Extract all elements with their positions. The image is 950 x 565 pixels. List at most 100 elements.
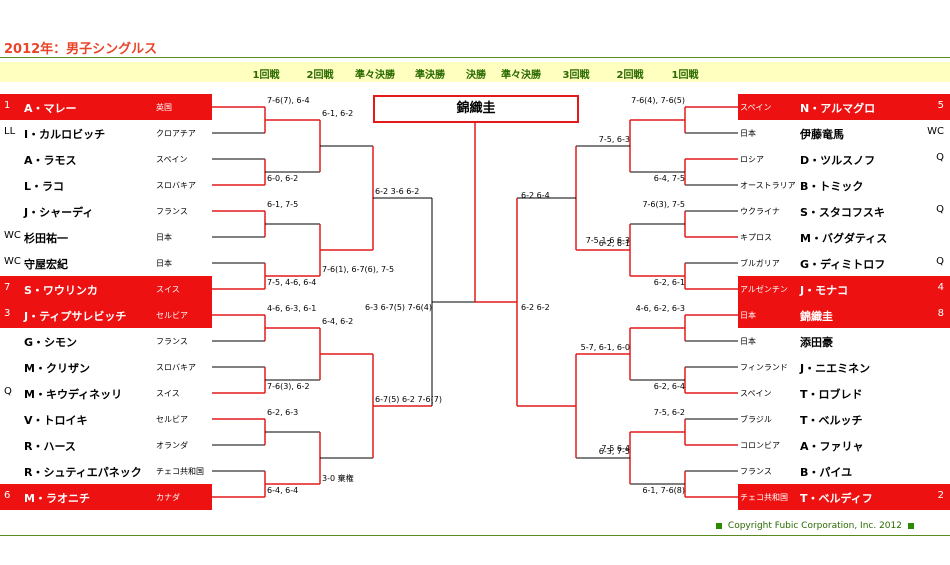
square-icon xyxy=(715,522,722,529)
match-score: 4-6, 6-2, 6-3 xyxy=(635,304,685,313)
player-name: R・ハース xyxy=(24,440,76,453)
seed: Q xyxy=(936,204,944,215)
player-country: 日本 xyxy=(740,337,756,346)
player-name: A・マレー xyxy=(24,102,77,115)
player-country: アルゼンチン xyxy=(740,285,788,294)
right-player-row: T・ベルッチブラジル xyxy=(738,406,950,432)
champion-box: 錦織圭 xyxy=(373,95,579,123)
player-name: G・シモン xyxy=(24,336,78,349)
right-player-row: T・ロブレドスペイン xyxy=(738,380,950,406)
seed: WC xyxy=(927,126,944,137)
player-name: J・モナコ xyxy=(800,284,849,297)
match-score: 7-6(3), 6-2 xyxy=(267,382,310,391)
round-label: 2回戦 xyxy=(616,70,644,81)
right-player-row: B・パイユ フランス xyxy=(738,458,950,484)
seed: LL xyxy=(4,126,16,137)
player-country: クロアチア xyxy=(156,129,196,138)
match-score: 6-0, 6-2 xyxy=(267,174,299,183)
seed: 6 xyxy=(4,490,11,501)
player-country: ブルガリア xyxy=(740,259,780,268)
player-name: J・ティプサレビッチ xyxy=(24,310,127,323)
match-score: 6-4, 6-2 xyxy=(322,317,354,326)
match-score: 6-1, 6-2 xyxy=(322,109,354,118)
left-player-row: R・ハース オランダ xyxy=(0,432,212,458)
player-name: B・パイユ xyxy=(800,466,853,479)
player-country: オランダ xyxy=(156,441,188,450)
seed: 5 xyxy=(937,100,944,111)
player-name: R・シュティエパネック xyxy=(24,466,142,479)
match-score: 7-5, 6-2 xyxy=(653,408,685,417)
right-player-row: M・バグダティスキプロス xyxy=(738,224,950,250)
match-score: 6-2 6-2 xyxy=(521,303,550,312)
match-score: 7-6(4), 7-6(5) xyxy=(631,96,685,105)
round-label: 2回戦 xyxy=(306,70,334,81)
player-country: ロシア xyxy=(740,155,764,164)
match-score: 6-4, 7-5 xyxy=(653,174,685,183)
match-score: 6-2, 6-1 xyxy=(653,278,685,287)
match-score: 6-1, 7-5 xyxy=(267,200,299,209)
seed: 7 xyxy=(4,282,11,293)
match-score: 7-5 1-6 6-3 xyxy=(585,236,630,245)
player-name: T・ベルディフ xyxy=(800,492,873,505)
player-name: D・ツルスノフ xyxy=(800,154,876,167)
player-country: カナダ xyxy=(156,493,180,502)
player-name: V・トロイキ xyxy=(24,414,88,427)
player-name: T・ロブレド xyxy=(800,388,863,401)
left-player-row: A・ラモス スペイン xyxy=(0,146,212,172)
round-label: 1回戦 xyxy=(252,70,280,81)
player-country: オーストラリア xyxy=(740,181,796,190)
player-country: フランス xyxy=(740,467,772,476)
player-country: フィンランド xyxy=(740,363,788,372)
match-score: 6-2, 6-3 xyxy=(267,408,299,417)
player-country: フランス xyxy=(156,337,188,346)
player-name: J・シャーディ xyxy=(24,206,94,219)
round-label: 準決勝 xyxy=(415,70,445,81)
player-name: N・アルマグロ xyxy=(800,102,876,115)
player-name: 伊藤竜馬 xyxy=(800,128,844,141)
player-country: セルビア xyxy=(156,415,188,424)
right-player-row: B・トミックオーストラリア xyxy=(738,172,950,198)
left-player-row: G・シモン フランス xyxy=(0,328,212,354)
left-player-row: J・シャーディ フランス xyxy=(0,198,212,224)
match-score: 7-5, 6-3 xyxy=(598,135,630,144)
player-country: スイス xyxy=(156,285,180,294)
player-country: スペイン xyxy=(156,155,188,164)
round-label: 準々決勝 xyxy=(355,70,395,81)
player-name: 錦織圭 xyxy=(800,310,833,323)
player-name: G・ディミトロフ xyxy=(800,258,886,271)
copyright-text: Copyright Fubic Corporation, Inc. 2012 xyxy=(727,521,902,531)
player-country: コロンビア xyxy=(740,441,780,450)
match-score: 7-6(1), 6-7(6), 7-5 xyxy=(322,265,395,274)
match-score: 7-5 6-4 xyxy=(601,444,630,453)
seed: 1 xyxy=(4,100,11,111)
left-player-row: M・クリザンスロバキア xyxy=(0,354,212,380)
player-country: スイス xyxy=(156,389,180,398)
player-country: スロバキア xyxy=(156,363,196,372)
player-name: 守屋宏紀 xyxy=(24,258,68,271)
match-score: 7-5, 4-6, 6-4 xyxy=(267,278,317,287)
match-score: 6-2 3-6 6-2 xyxy=(375,187,420,196)
square-icon xyxy=(908,522,914,529)
right-player-row: Q D・ツルスノフ ロシア xyxy=(738,146,950,172)
player-name: B・トミック xyxy=(800,180,864,193)
player-country: 日本 xyxy=(156,259,172,268)
player-name: M・キウディネッリ xyxy=(24,388,123,401)
player-name: M・バグダティス xyxy=(800,232,888,245)
player-name: L・ラコ xyxy=(24,180,65,193)
seed: Q xyxy=(936,152,944,163)
match-score: 6-2 6-4 xyxy=(521,191,550,200)
seed: 3 xyxy=(4,308,11,319)
player-name: J・ニエミネン xyxy=(800,362,871,375)
player-name: A・ラモス xyxy=(24,154,77,167)
bottom-divider xyxy=(0,535,950,536)
player-country: 日本 xyxy=(740,311,756,320)
player-country: フランス xyxy=(156,207,188,216)
left-player-row: R・シュティエパネックチェコ共和国 xyxy=(0,458,212,484)
match-score: 6-2, 6-1 xyxy=(598,239,630,248)
